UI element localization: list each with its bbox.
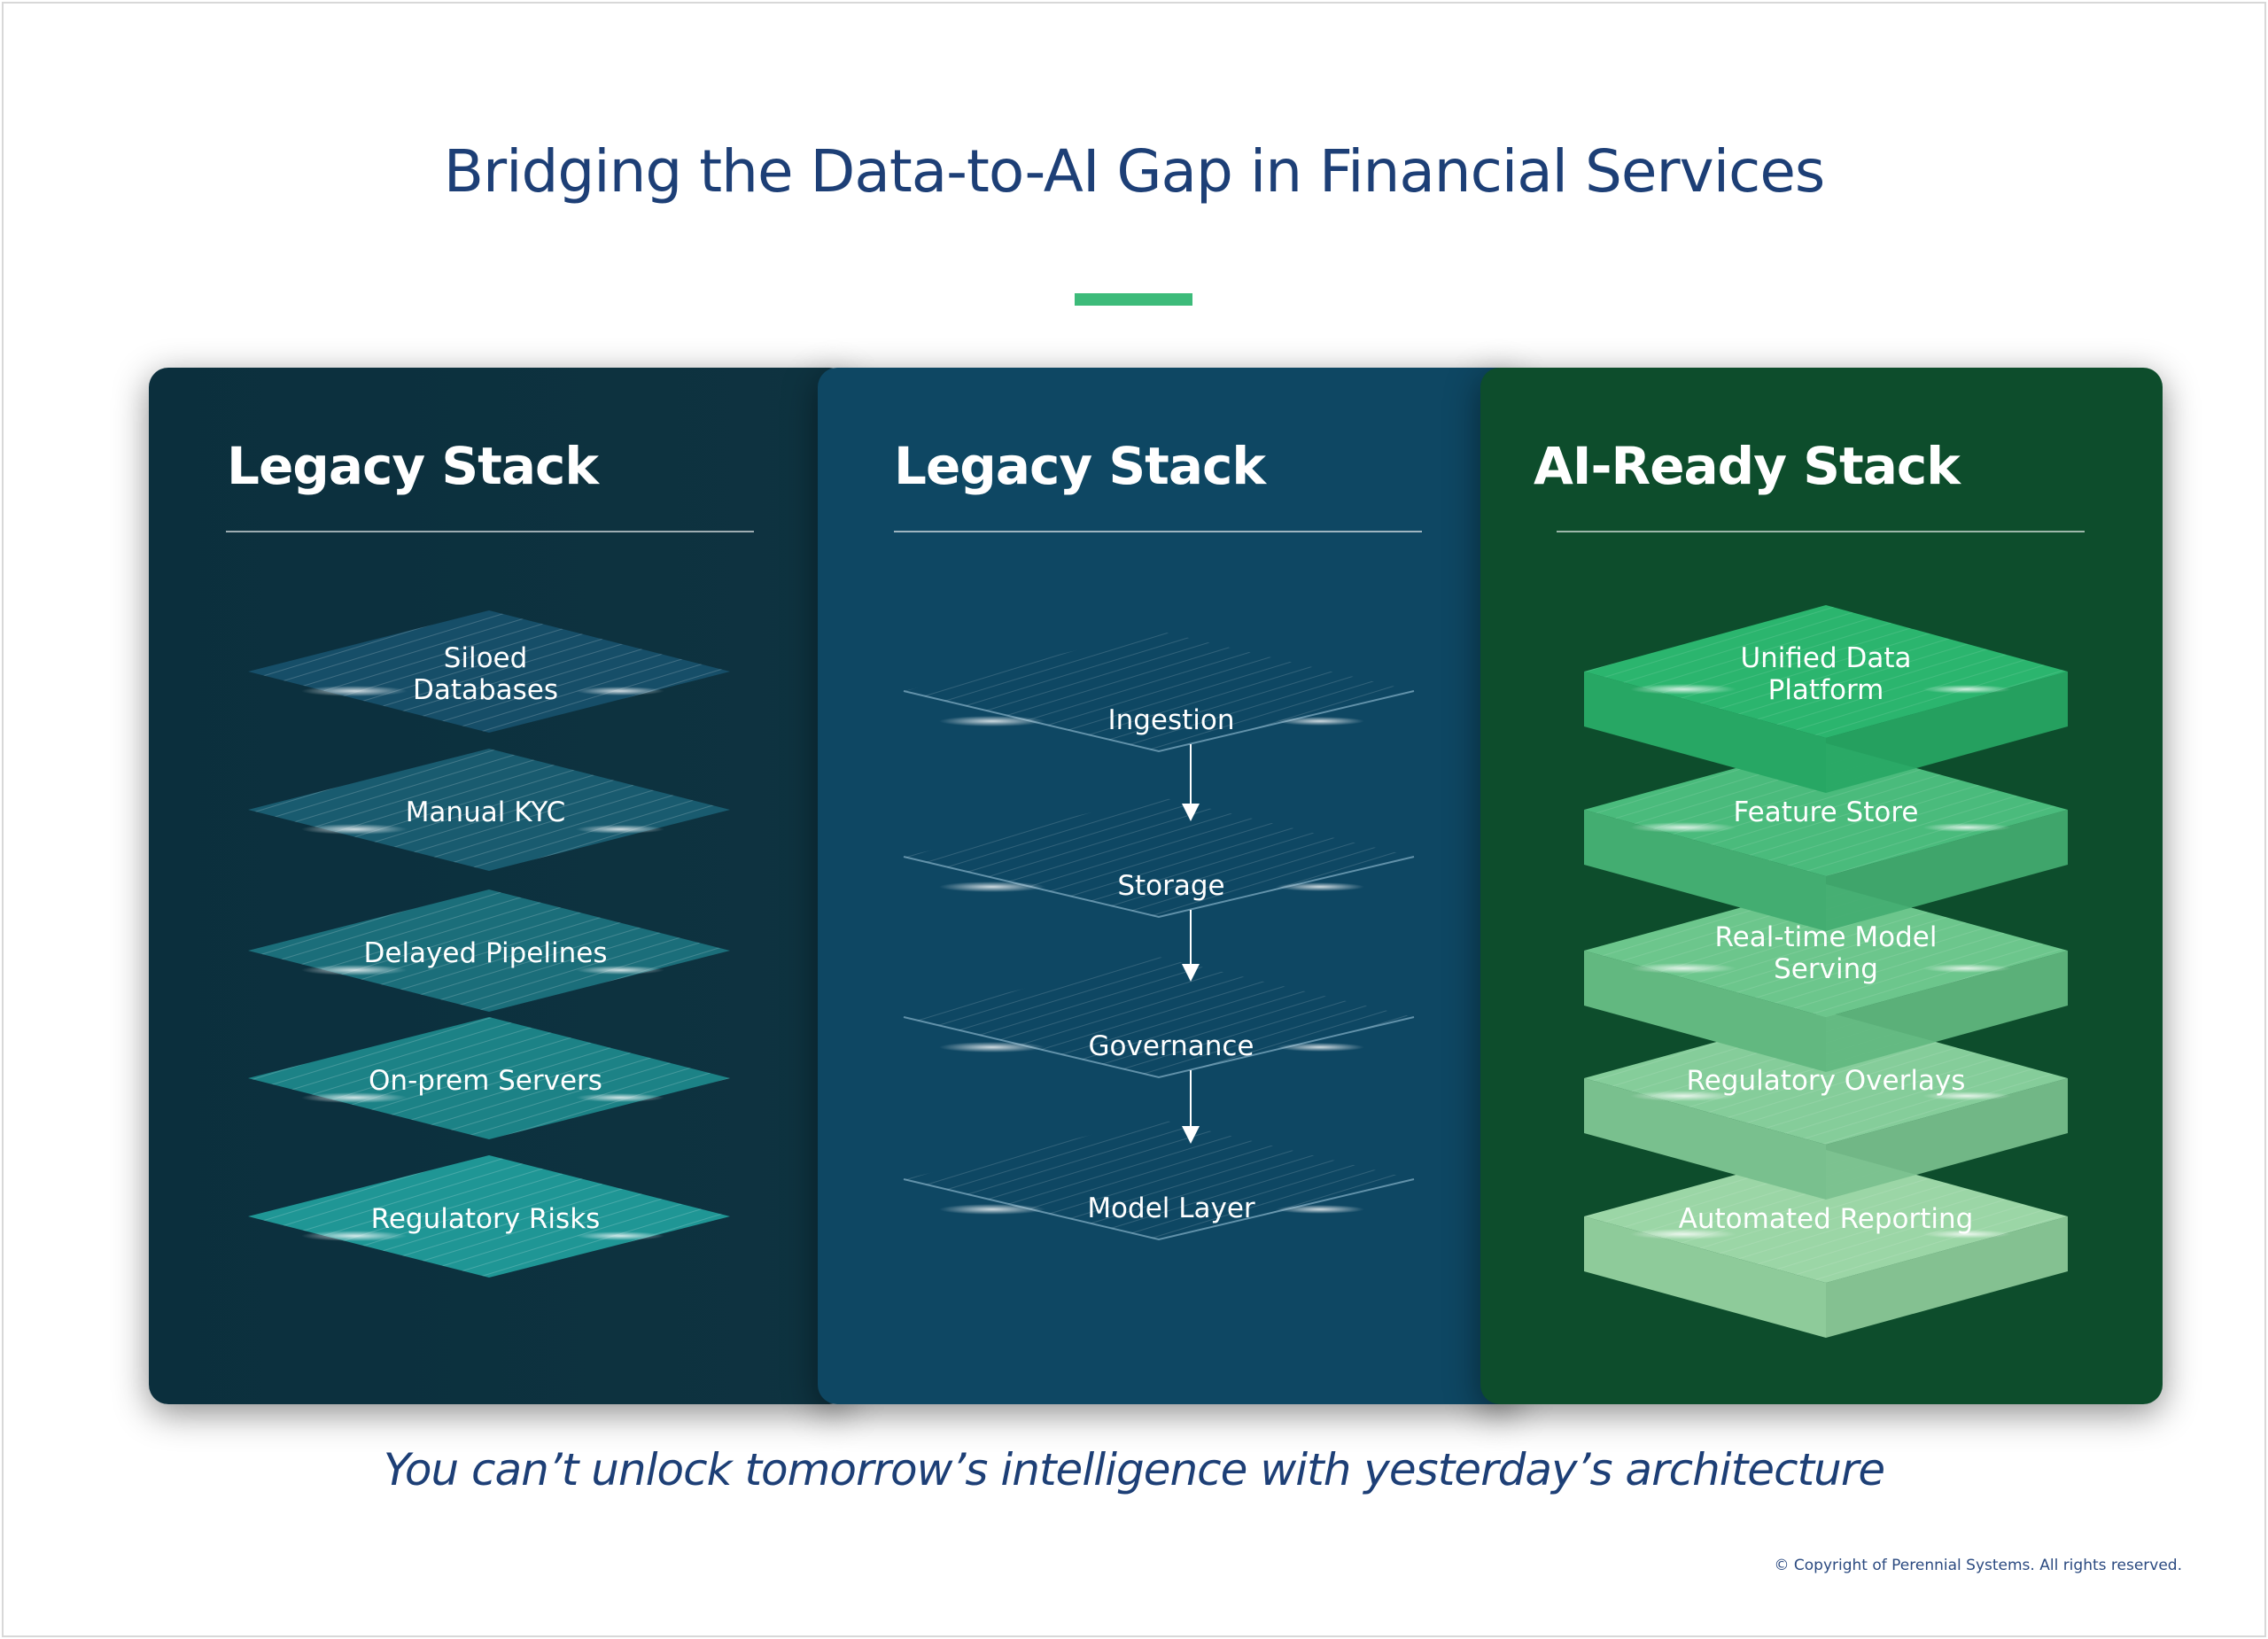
panel-heading-left: Legacy Stack — [227, 436, 599, 496]
panel-divider-left — [226, 531, 754, 532]
panel-divider-middle — [894, 531, 1422, 532]
pipeline-layer: Governance — [903, 957, 1415, 1079]
layer-label: Delayed Pipelines — [364, 937, 608, 969]
panel-heading-middle: Legacy Stack — [894, 436, 1266, 496]
page-title: Bridging the Data-to-AI Gap in Financial… — [443, 137, 1826, 206]
layer-label: Manual KYC — [406, 796, 566, 828]
layer-label: Storage — [1117, 870, 1224, 902]
layer-label: Feature Store — [1734, 796, 1919, 828]
layer-diamond: Delayed Pipelines — [248, 889, 730, 1012]
panel-divider-right — [1557, 531, 2085, 532]
panel-heading-right: AI-Ready Stack — [1534, 436, 1961, 496]
layer-label: Governance — [1088, 1030, 1254, 1062]
tagline: You can’t unlock tomorrow’s intelligence… — [383, 1444, 1885, 1495]
layer-diamond: Regulatory Risks — [248, 1155, 730, 1278]
ai-layer-slab: Feature Store — [1584, 743, 2068, 931]
layer-label: Ingestion — [1107, 704, 1234, 736]
layer-diamond: Manual KYC — [248, 749, 730, 871]
ai-layer-slab: Automated Reporting — [1584, 1150, 2068, 1338]
layer-label: Model Layer — [1087, 1192, 1255, 1224]
pipeline-layer: Storage — [903, 796, 1415, 919]
ai-layer-slab: Regulatory Overlays — [1584, 1012, 2068, 1200]
layer-diamond: On-prem Servers — [248, 1017, 730, 1139]
pipeline-layer: Ingestion — [903, 631, 1415, 753]
title-accent-bar — [1075, 293, 1192, 306]
layer-label: On-prem Servers — [369, 1065, 602, 1097]
copyright: © Copyright of Perennial Systems. All ri… — [1774, 1557, 2183, 1574]
layer-label: Automated Reporting — [1679, 1203, 1974, 1235]
layer-label: Regulatory Risks — [371, 1203, 601, 1235]
pipeline-layer: Model Layer — [903, 1119, 1415, 1241]
